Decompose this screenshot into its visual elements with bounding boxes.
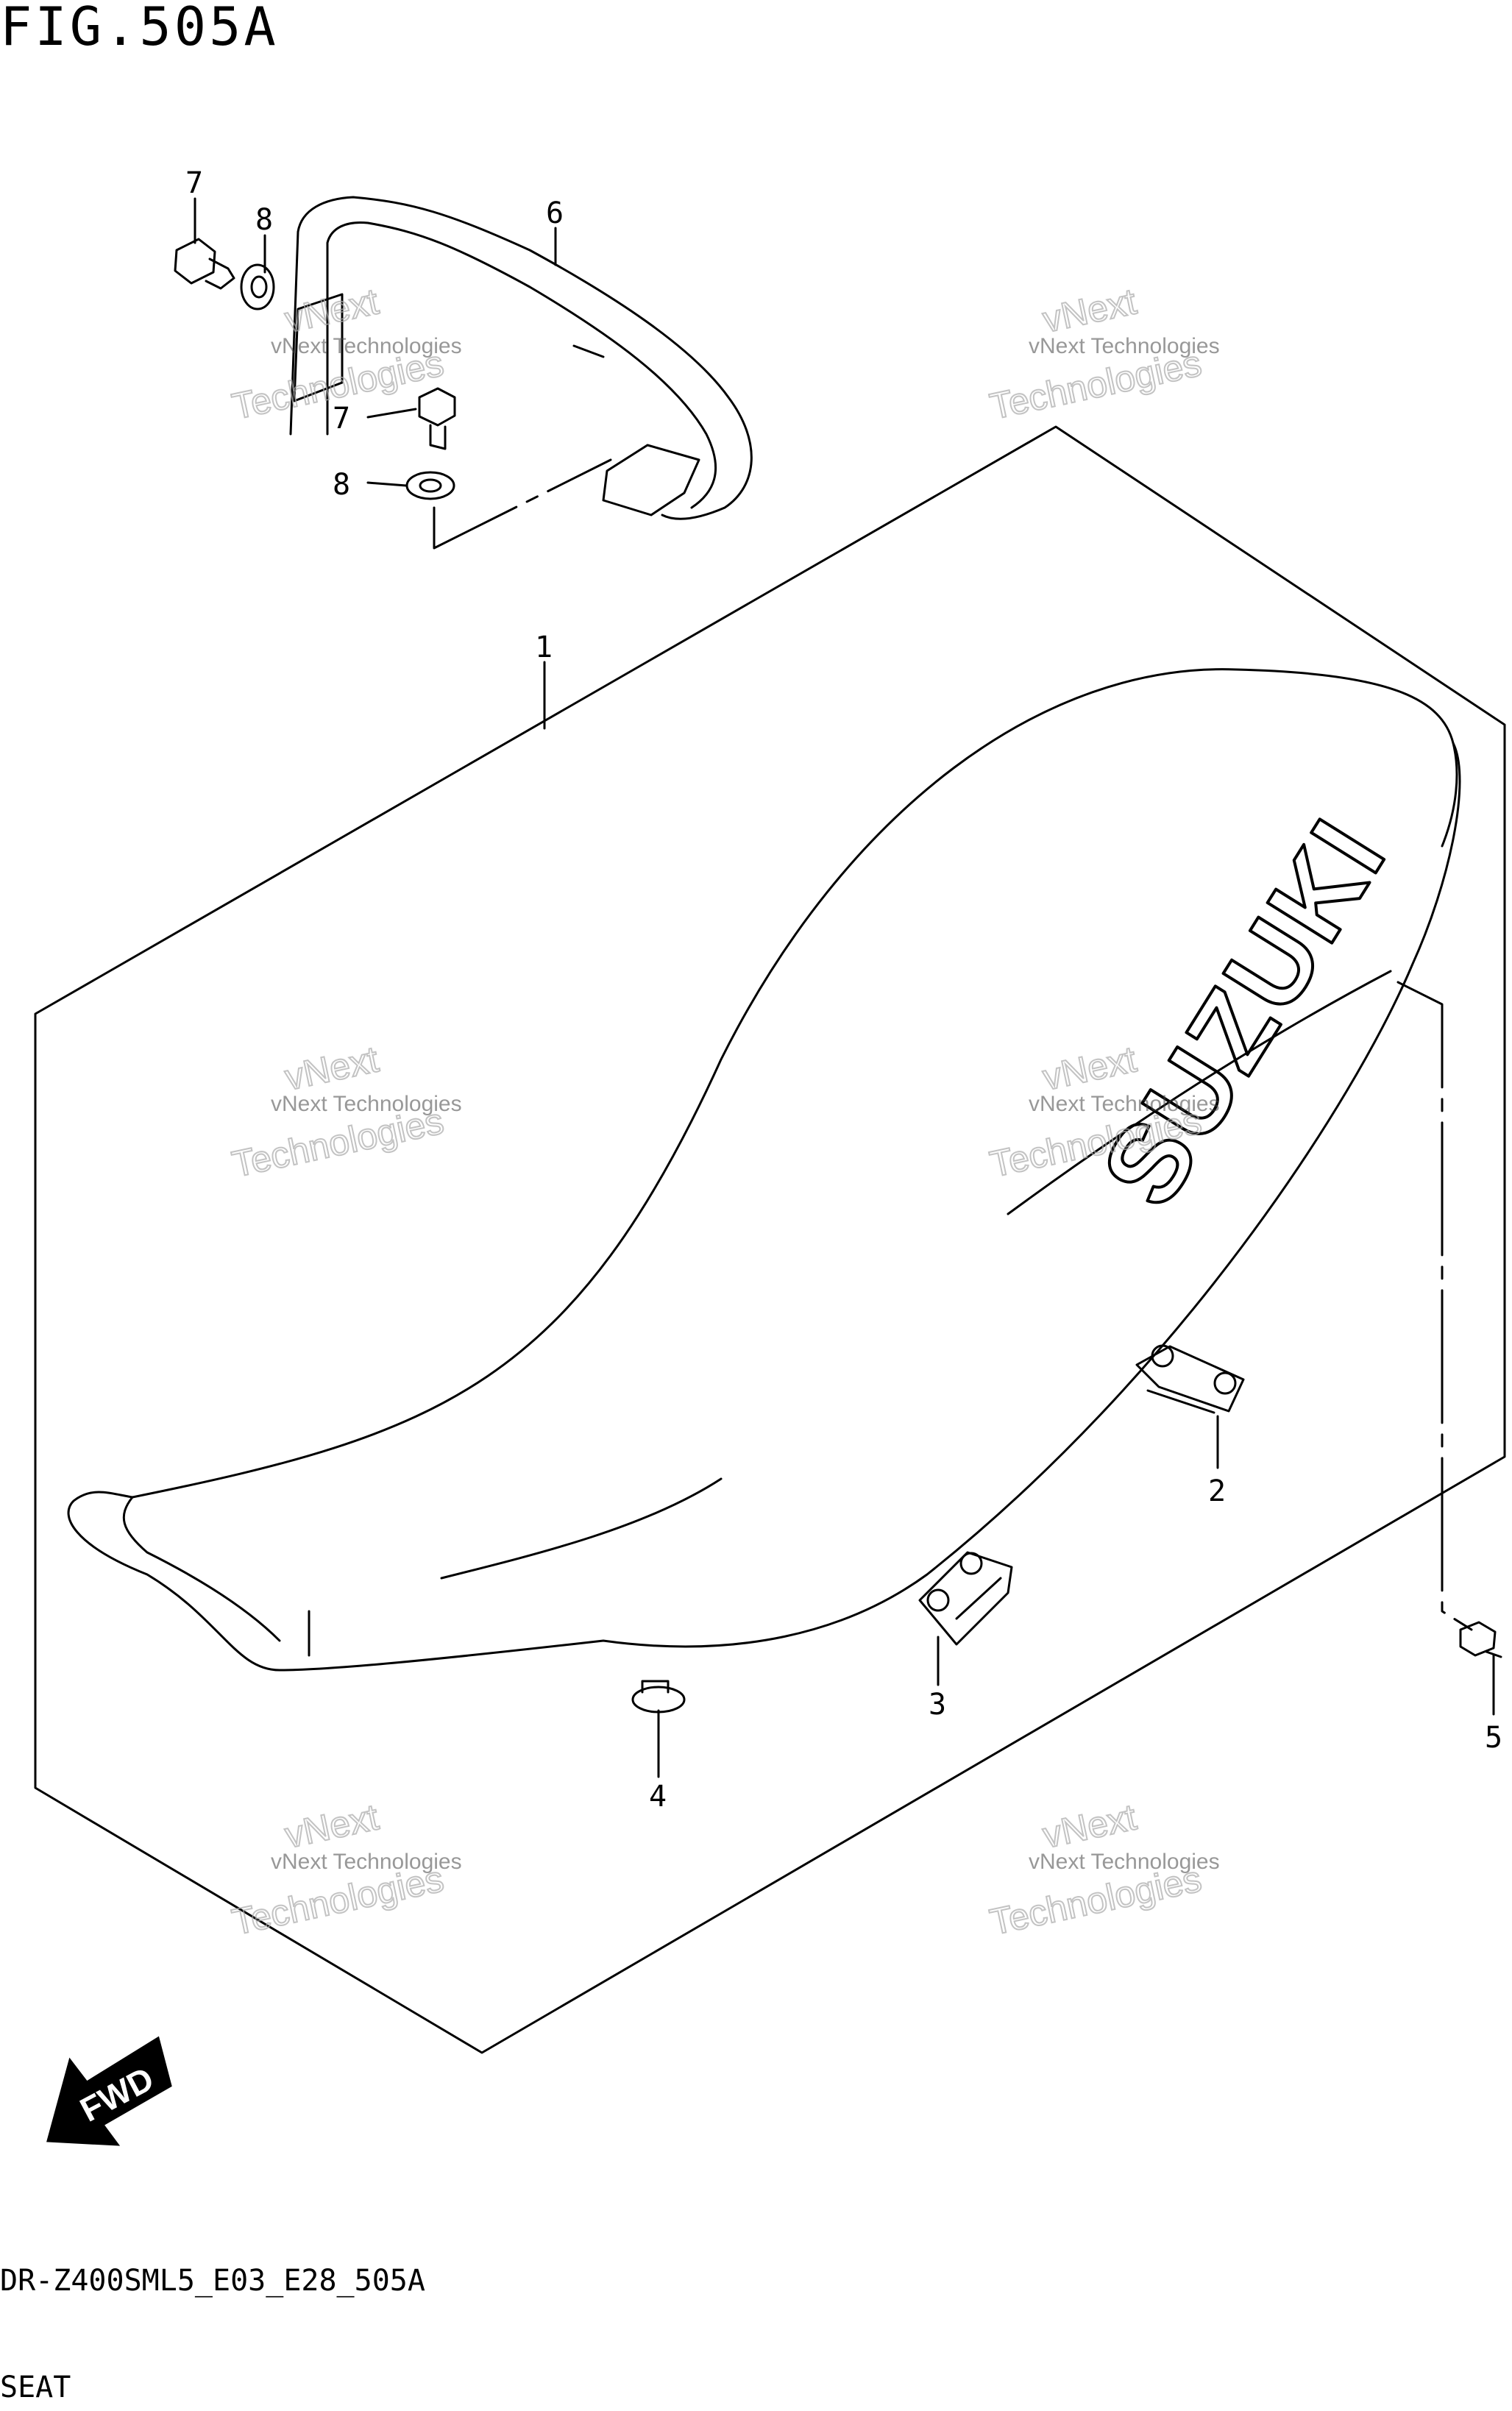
assembly-outline bbox=[34, 425, 1506, 2054]
callout-8-lower: 8 bbox=[333, 468, 350, 502]
figure-code: DR-Z400SML5_E03_E28_505A bbox=[0, 2264, 425, 2298]
watermark-text: vNext Technologies bbox=[1029, 1850, 1220, 1874]
callout-7-upper: 7 bbox=[185, 166, 203, 200]
figure-title: FIG.505A bbox=[0, 0, 279, 57]
seat-brand-logo: SUZUKI bbox=[1078, 798, 1410, 1226]
seat-strap bbox=[289, 196, 753, 520]
washer-8-lower bbox=[405, 471, 455, 500]
bolt-7-upper bbox=[174, 238, 235, 290]
watermark-text: vNext Technologies bbox=[271, 1092, 462, 1116]
bracket-3 bbox=[918, 1551, 1013, 1646]
callout-5: 5 bbox=[1485, 1721, 1502, 1755]
callout-1: 1 bbox=[535, 631, 553, 664]
watermark-text: vNext Technologies bbox=[271, 334, 462, 358]
forward-arrow: FWD bbox=[46, 2036, 172, 2146]
watermark-text: vNext Technologies bbox=[271, 1850, 462, 1874]
leader-7-lower bbox=[366, 408, 417, 419]
callout-4: 4 bbox=[649, 1780, 667, 1814]
watermark-vnext: vNext bbox=[281, 1038, 382, 1098]
bolt-5 bbox=[1459, 1621, 1502, 1658]
callout-6: 6 bbox=[546, 196, 564, 230]
watermark-text: vNext Technologies bbox=[1029, 1092, 1220, 1116]
bolt-7-lower bbox=[418, 387, 456, 450]
watermark-text: vNext Technologies bbox=[1029, 334, 1220, 358]
watermark-vnext: vNext bbox=[1039, 1796, 1140, 1856]
watermark-bottom-left: vNext vNext Technologies Technologies bbox=[228, 1795, 462, 1943]
washer-8-upper bbox=[240, 263, 275, 310]
watermark-vnext: vNext bbox=[1039, 280, 1140, 340]
callout-2: 2 bbox=[1208, 1474, 1226, 1508]
watermark-mid-left: vNext vNext Technologies Technologies bbox=[228, 1037, 462, 1185]
watermark-top-right: vNext vNext Technologies Technologies bbox=[986, 280, 1220, 427]
watermark-bottom-right: vNext vNext Technologies Technologies bbox=[986, 1795, 1220, 1943]
callout-8-upper: 8 bbox=[255, 203, 273, 237]
bracket-2 bbox=[1135, 1344, 1245, 1414]
cushion-4 bbox=[631, 1680, 686, 1714]
watermark-vnext: vNext bbox=[281, 1796, 382, 1856]
leader-8-lower bbox=[366, 481, 408, 487]
figure-name: SEAT bbox=[0, 2371, 71, 2404]
callout-7-lower: 7 bbox=[333, 402, 350, 436]
leader-strap bbox=[433, 458, 612, 550]
callout-3: 3 bbox=[929, 1688, 946, 1722]
leader-bolt5 bbox=[1396, 981, 1473, 1631]
